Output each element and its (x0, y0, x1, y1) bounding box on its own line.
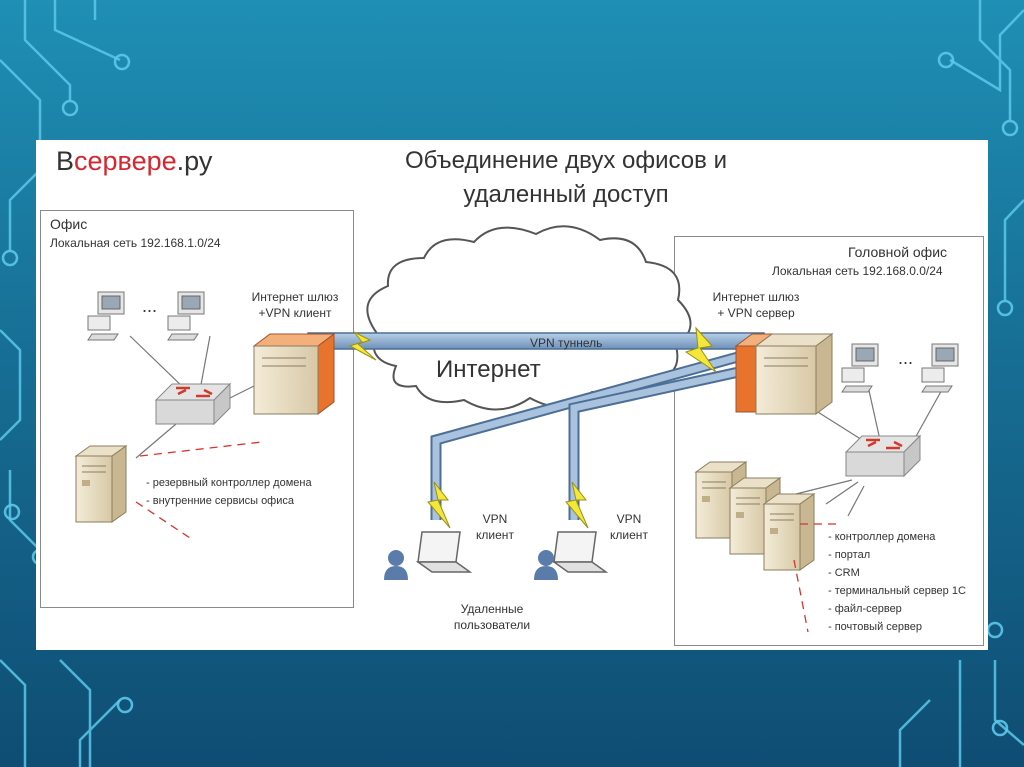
remote-tunnels (430, 346, 758, 520)
internet-label: Интернет (436, 356, 541, 383)
left-services-list: - резервный контроллер домена - внутренн… (146, 474, 312, 510)
site-logo: Всервере.ру (56, 146, 212, 177)
remote-client-2-line-1: VPN (616, 512, 642, 526)
cloud-icon (366, 225, 692, 411)
left-gateway-label-1: Интернет шлюз (251, 290, 339, 304)
vpn-tunnel-label: VPN туннель (530, 336, 603, 350)
network-diagram (75, 225, 959, 633)
remote-client-1-line-2: клиент (476, 528, 514, 542)
left-ellipsis: ... (142, 296, 158, 316)
list-item: - CRM (828, 567, 860, 579)
diagram-slide: Всервере.ру Объединение двух офисов и уд… (36, 140, 988, 650)
list-item: - терминальный сервер 1С (828, 585, 966, 597)
left-gateway-label-2: +VPN клиент (258, 306, 332, 320)
remote-users-label-2: пользователи (453, 618, 531, 632)
left-office-title: Офис (50, 216, 88, 232)
right-gateway-label-1: Интернет шлюз (712, 290, 800, 304)
remote-users-label-1: Удаленные (460, 602, 524, 616)
right-office-devices (695, 333, 959, 633)
lightning-icon (348, 326, 717, 529)
list-item: - контроллер домена (828, 531, 936, 543)
left-office-devices (75, 291, 336, 539)
right-office-panel (674, 236, 984, 646)
left-office-network: Локальная сеть 192.168.1.0/24 (50, 236, 221, 250)
title-line-1: Объединение двух офисов и (405, 147, 727, 174)
right-office-title: Головной офис (848, 244, 948, 260)
logo-suffix: .ру (176, 146, 213, 176)
logo-prefix: В (56, 146, 75, 176)
list-item: - внутренние сервисы офиса (146, 495, 294, 507)
title-line-2: удаленный доступ (463, 181, 669, 208)
list-item: - портал (828, 549, 871, 561)
remote-client-2-line-2: клиент (610, 528, 648, 542)
logo-brand: сервере (74, 146, 177, 176)
list-item: - резервный контроллер домена (146, 477, 312, 489)
right-ellipsis: ... (898, 348, 914, 368)
list-item: - почтовый сервер (828, 621, 922, 633)
right-services-list: - контроллер домена - портал - CRM - тер… (828, 528, 966, 636)
right-gateway-label-2: + VPN сервер (717, 306, 795, 320)
right-office-network: Локальная сеть 192.168.0.0/24 (772, 264, 943, 278)
remote-client-1-line-1: VPN (482, 512, 508, 526)
page-title: Объединение двух офисов и удаленный дост… (336, 144, 796, 212)
list-item: - файл-сервер (828, 603, 902, 615)
